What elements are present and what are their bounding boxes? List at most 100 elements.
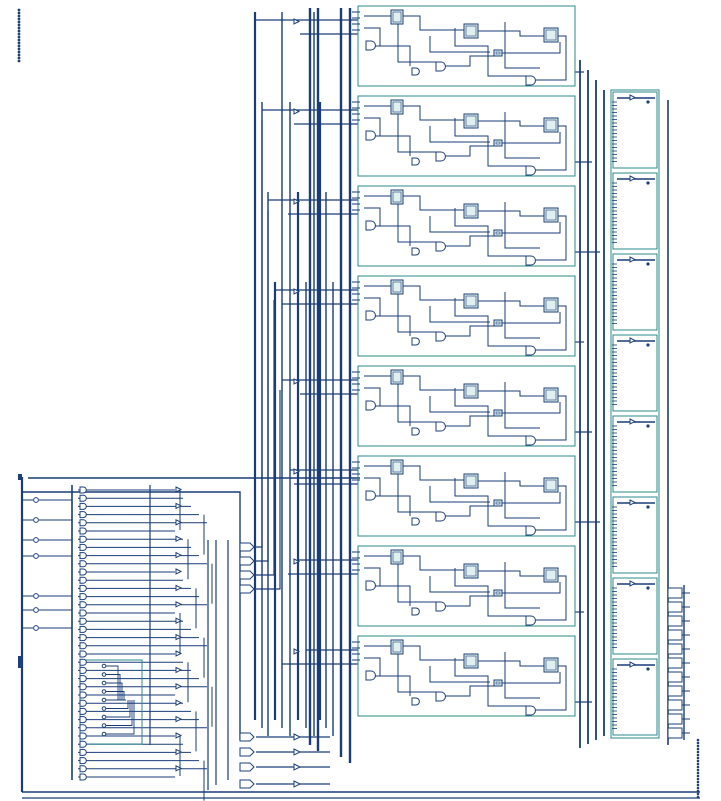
cell-wire: [397, 564, 436, 603]
flip-flop-inner: [465, 295, 477, 307]
and-gate-icon: [79, 683, 87, 691]
pin-connector-icon: [18, 474, 22, 480]
cell-wire: [454, 208, 526, 257]
decoder-block-frame: [79, 659, 143, 745]
output-buffer-icon: [667, 601, 683, 613]
cell-wire: [397, 654, 436, 693]
mux-output-wire: [256, 210, 269, 562]
cell-wire: [445, 145, 494, 157]
and-gate-icon: [435, 511, 446, 522]
cell-wire: [535, 305, 567, 351]
inverter-icon: [33, 497, 39, 503]
buffer-icon: [175, 600, 183, 608]
pin-connector-icon: [17, 38, 21, 42]
output-cell: [612, 658, 658, 736]
cell-wire: [429, 306, 490, 323]
buffer-icon: [629, 580, 637, 587]
cell-wire: [364, 387, 381, 406]
cell-wire: [454, 118, 526, 167]
inverter-icon: [33, 517, 39, 523]
and-gate-icon: [79, 494, 87, 502]
and-gate-icon: [79, 560, 87, 568]
buffer-icon: [175, 732, 183, 739]
and-gate-icon: [365, 220, 376, 231]
cell-wire: [454, 28, 526, 77]
cell-wire: [454, 388, 526, 437]
pin-connector-icon: [646, 100, 650, 104]
buffer-icon: [175, 715, 183, 723]
and-gate-icon: [365, 130, 376, 141]
register-cell: [352, 545, 576, 627]
and-gate-icon: [525, 75, 536, 86]
and-gate-icon: [525, 615, 536, 626]
decoder-node-icon: [101, 697, 107, 703]
and-gate-icon: [435, 61, 446, 72]
pin-connector-icon: [646, 667, 650, 671]
pin-connector-icon: [696, 777, 700, 781]
register-cell-frame: [357, 185, 576, 267]
flip-flop-icon: [493, 319, 503, 327]
mux-output-wire: [256, 390, 281, 590]
and-gate-icon: [79, 535, 87, 543]
and-gate-icon: [79, 609, 87, 617]
and-gate-icon: [411, 607, 420, 616]
cell-wire: [478, 390, 544, 397]
buffer-icon: [175, 518, 183, 526]
output-cell-frame: [612, 91, 658, 169]
decoder-node-icon: [101, 689, 107, 694]
cell-wire: [397, 114, 436, 153]
and-gate-icon: [79, 601, 87, 609]
decoder-node-icon: [101, 706, 107, 711]
buffer-icon: [293, 780, 302, 788]
flip-flop-inner: [495, 501, 501, 505]
buffer-icon: [175, 699, 183, 707]
flip-flop-inner: [495, 681, 501, 685]
cell-wire: [504, 22, 540, 69]
cell-wire: [535, 215, 567, 261]
wire-layer: [20, 8, 700, 801]
decoder-internal-wire: [106, 682, 123, 700]
and-gate-icon: [79, 511, 87, 519]
pin-connector-icon: [17, 47, 21, 51]
cell-wire: [397, 384, 436, 423]
inverter-icon: [33, 607, 39, 613]
output-buffer-icon: [667, 699, 683, 711]
output-column-layer: [610, 89, 683, 739]
flip-flop-inner: [495, 411, 501, 415]
and-gate-icon: [365, 310, 376, 321]
buffer-icon: [293, 108, 301, 115]
pin-connector-icon: [696, 789, 700, 793]
cell-wire: [504, 562, 540, 609]
cell-wire: [478, 660, 544, 667]
and-gate-icon: [79, 552, 87, 560]
cell-wire: [375, 225, 411, 246]
and-gate-icon: [79, 642, 87, 650]
cell-wire: [429, 576, 490, 593]
inverter-icon: [33, 537, 39, 543]
and-gate-icon: [435, 421, 446, 432]
and-gate-icon: [365, 580, 376, 591]
and-gate-icon: [365, 40, 376, 51]
cell-wire: [445, 235, 494, 247]
output-cell-frame: [612, 253, 658, 331]
decoder-internal-wire: [106, 665, 119, 700]
pin-connector-icon: [696, 774, 700, 778]
flip-flop-inner: [545, 119, 557, 131]
and-gate-icon: [365, 490, 376, 501]
flip-flop-inner: [392, 11, 402, 23]
cell-wire: [364, 297, 381, 316]
pin-connector-icon: [696, 759, 700, 763]
and-gate-icon: [525, 525, 536, 536]
mux-gate-icon: [239, 542, 255, 552]
pin-connector-icon: [696, 792, 700, 796]
pin-connector-icon: [17, 14, 21, 18]
buffer-icon: [293, 198, 301, 205]
and-gate-icon: [79, 625, 87, 633]
mux-gate-icon: [239, 762, 255, 772]
control-line: [22, 491, 241, 740]
cell-wire: [502, 222, 561, 234]
pin-connector-icon: [646, 505, 650, 509]
flip-flop-icon: [493, 589, 503, 597]
cell-wire: [445, 595, 494, 607]
flip-flop-inner: [495, 141, 501, 145]
